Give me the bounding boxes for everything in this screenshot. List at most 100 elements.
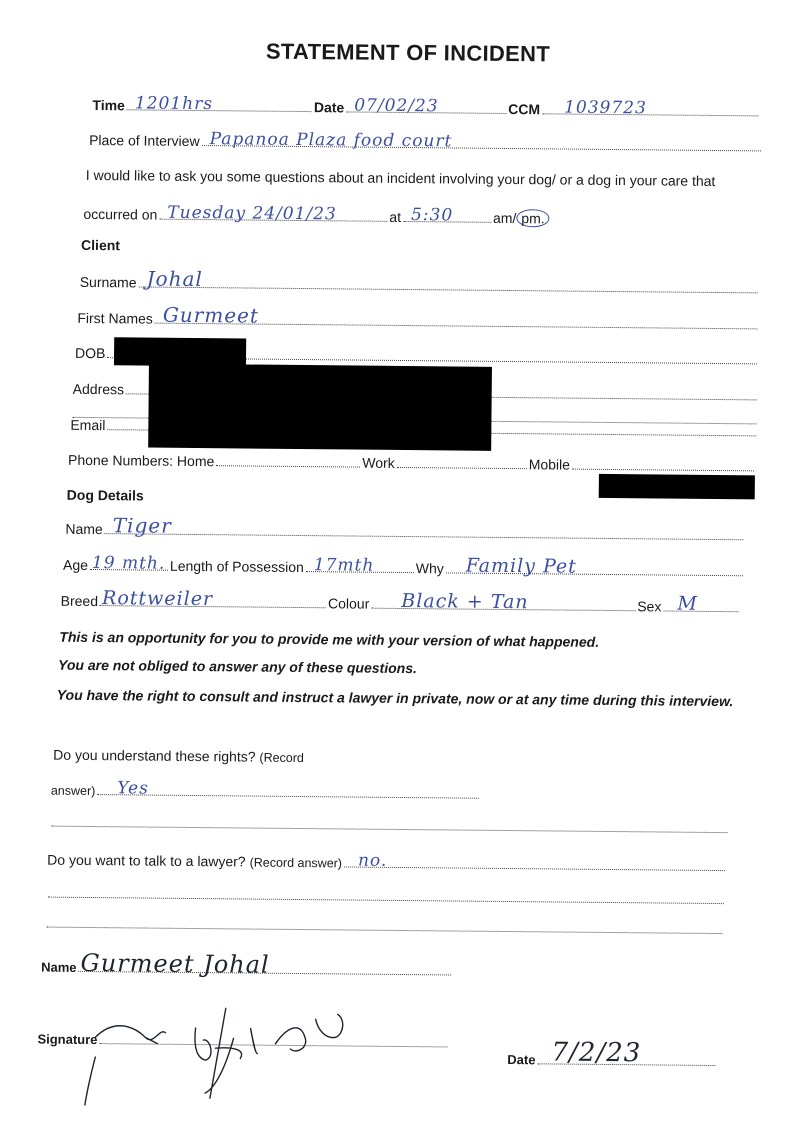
lawyer-record-label: (Record answer)	[249, 855, 343, 871]
rights-question-text: Do you understand these rights?	[53, 746, 256, 765]
am-label: am/	[492, 209, 517, 227]
notice-not-obliged: You are not obliged to answer any of the…	[57, 656, 418, 677]
colour-field[interactable]: Black + Tan	[371, 590, 636, 613]
time-field[interactable]: 1201hrs	[126, 93, 312, 114]
place-field[interactable]: Papanoa Plaza food court	[201, 129, 762, 151]
age-label: Age	[62, 556, 89, 573]
lawyer-question: Do you want to talk to a lawyer?	[47, 851, 246, 870]
dog-details-heading: Dog Details	[66, 486, 144, 504]
lawyer-answer-field-3[interactable]	[46, 914, 723, 934]
ccm-value: 1039723	[564, 97, 647, 119]
colour-value: Black + Tan	[401, 589, 529, 614]
time-value: 1201hrs	[134, 93, 214, 115]
signature-scribble	[84, 1007, 344, 1106]
lawyer-answer-field[interactable]: no.	[343, 851, 726, 872]
rights-answer-field-2[interactable]	[51, 813, 728, 834]
occurred-field[interactable]: Tuesday 24/01/23	[159, 203, 388, 224]
lawyer-answer-line-2	[46, 884, 726, 904]
signature-date-value: 7/2/23	[551, 1037, 642, 1069]
dogname-field[interactable]: Tiger	[104, 513, 744, 541]
client-heading: Client	[81, 236, 121, 254]
possession-label: Length of Possession	[169, 557, 304, 576]
age-field[interactable]: 19 mth.	[89, 553, 169, 574]
lawyer-answer-line-3	[45, 914, 725, 934]
at-value: 5:30	[410, 205, 454, 226]
time-date-ccm-row: Time 1201hrs Date 07/02/23 CCM 1039723	[92, 93, 760, 119]
phone-mobile-label: Mobile	[528, 456, 571, 473]
why-field[interactable]: Family Pet	[445, 555, 744, 578]
intro-text: I would like to ask you some questions a…	[85, 166, 716, 189]
email-label: Email	[70, 416, 106, 434]
dogname-row: Name Tiger	[65, 513, 745, 544]
why-value: Family Pet	[465, 554, 577, 578]
rights-answer-line-2	[50, 813, 730, 834]
form-title: STATEMENT OF INCIDENT	[265, 38, 551, 67]
pm-label-circled: pm.	[516, 209, 550, 228]
date-field[interactable]: 07/02/23	[346, 96, 507, 116]
breed-field[interactable]: Rottweiler	[99, 587, 327, 610]
place-label: Place of Interview	[89, 131, 200, 150]
phone-row: Phone Numbers: Home Work Mobile	[68, 452, 756, 475]
signature-date-field[interactable]: 7/2/23	[537, 1037, 716, 1068]
lawyer-answer-field-2[interactable]	[47, 884, 724, 904]
firstnames-label: First Names	[77, 309, 153, 327]
place-row: Place of Interview Papanoa Plaza food co…	[89, 129, 763, 154]
at-field[interactable]: 5:30	[402, 205, 492, 225]
address-email-redaction	[148, 363, 492, 451]
rights-answer-field[interactable]: Yes	[97, 778, 479, 799]
dogname-value: Tiger	[112, 513, 172, 538]
why-label: Why	[415, 560, 444, 577]
name-value: Gurmeet Johal	[80, 948, 270, 979]
name-row: Name Gurmeet Johal	[41, 949, 453, 979]
breed-label: Breed	[60, 592, 99, 610]
mobile-redaction	[598, 473, 755, 500]
occurred-row: occurred on Tuesday 24/01/23 at 5:30 am/…	[83, 203, 603, 228]
occurred-label: occurred on	[83, 205, 158, 223]
signature-date-row: Date 7/2/23	[507, 1037, 717, 1069]
notice-opportunity: This is an opportunity for you to provid…	[59, 628, 600, 650]
date-label: Date	[313, 99, 345, 116]
dob-label: DOB	[74, 344, 106, 362]
time-label: Time	[92, 96, 125, 114]
surname-value: Johal	[146, 266, 203, 292]
place-value: Papanoa Plaza food court	[209, 129, 453, 152]
lawyer-row: Do you want to talk to a lawyer? (Record…	[47, 851, 727, 875]
rights-answer: Yes	[117, 778, 149, 799]
intro-row: I would like to ask you some questions a…	[86, 167, 766, 190]
name-field[interactable]: Gurmeet Johal	[78, 949, 452, 979]
firstnames-field[interactable]: Gurmeet	[154, 303, 758, 330]
phone-work-label: Work	[362, 454, 395, 471]
address-label: Address	[72, 380, 125, 398]
phone-home-field[interactable]	[216, 453, 361, 468]
at-label: at	[389, 208, 402, 225]
possession-field[interactable]: 17mth	[305, 555, 414, 576]
age-value: 19 mth.	[91, 553, 166, 574]
name-label: Name	[41, 959, 77, 975]
sex-field[interactable]: M	[663, 593, 739, 615]
surname-row: Surname Johal	[79, 267, 760, 297]
surname-field[interactable]: Johal	[138, 267, 758, 294]
colour-label: Colour	[327, 595, 370, 612]
breed-row: Breed Rottweiler Colour Black + Tan Sex …	[60, 587, 741, 616]
rights-record-label: (Record	[259, 750, 304, 766]
date-value: 07/02/23	[354, 95, 439, 117]
firstnames-row: First Names Gurmeet	[77, 303, 759, 333]
breed-value: Rottweiler	[101, 587, 214, 611]
sex-label: Sex	[637, 598, 662, 615]
lawyer-answer: no.	[357, 850, 388, 871]
firstnames-value: Gurmeet	[162, 302, 260, 328]
ccm-field[interactable]: 1039723	[542, 97, 759, 119]
phone-mobile-field[interactable]	[571, 456, 755, 472]
age-row: Age 19 mth. Length of Possession 17mth W…	[62, 553, 745, 580]
surname-label: Surname	[79, 273, 137, 291]
sex-value: M	[677, 592, 698, 615]
rights-answer-row: answer) Yes	[51, 778, 481, 802]
phone-work-field[interactable]	[396, 455, 527, 470]
notice-lawyer-right: You have the right to consult and instru…	[56, 686, 734, 710]
phone-home-label: Phone Numbers: Home	[67, 451, 215, 470]
ccm-label: CCM	[508, 100, 541, 118]
possession-value: 17mth	[313, 555, 375, 576]
signature-date-label: Date	[507, 1051, 536, 1068]
rights-question: Do you understand these rights? (Record	[53, 747, 304, 765]
